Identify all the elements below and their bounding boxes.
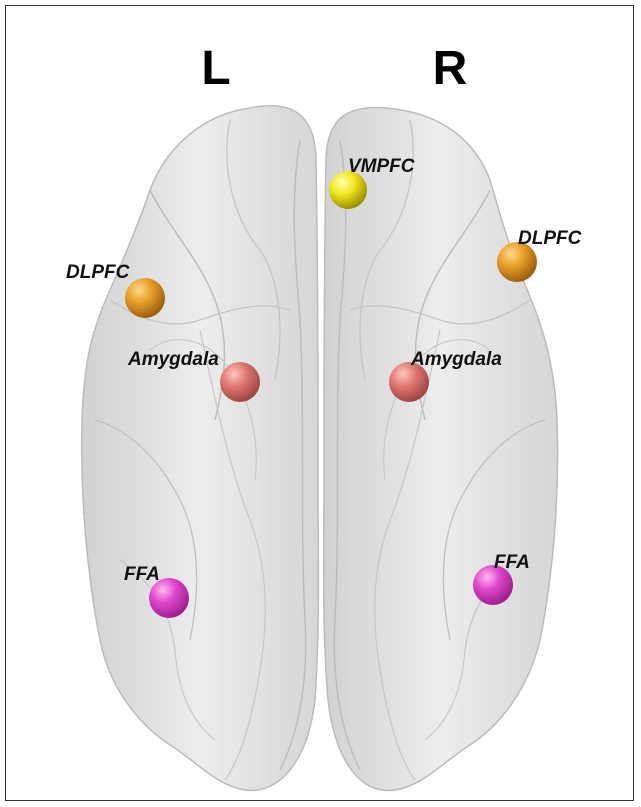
right-hemisphere — [324, 108, 558, 791]
vmpfc-label: VMPFC — [348, 156, 415, 177]
amygdala-right-label: Amygdala — [410, 349, 502, 370]
ffa-left-label: FFA — [124, 564, 160, 585]
amygdala-left-sphere — [220, 362, 260, 402]
dlpfc-left-sphere — [125, 278, 165, 318]
left-hemisphere-label: L — [201, 42, 230, 95]
dlpfc-left-label: DLPFC — [66, 262, 130, 283]
amygdala-left-label: Amygdala — [127, 349, 219, 370]
ffa-right-label: FFA — [494, 552, 530, 573]
dlpfc-right-label: DLPFC — [518, 228, 582, 249]
right-hemisphere-label: R — [433, 42, 468, 95]
left-hemisphere — [82, 106, 319, 791]
